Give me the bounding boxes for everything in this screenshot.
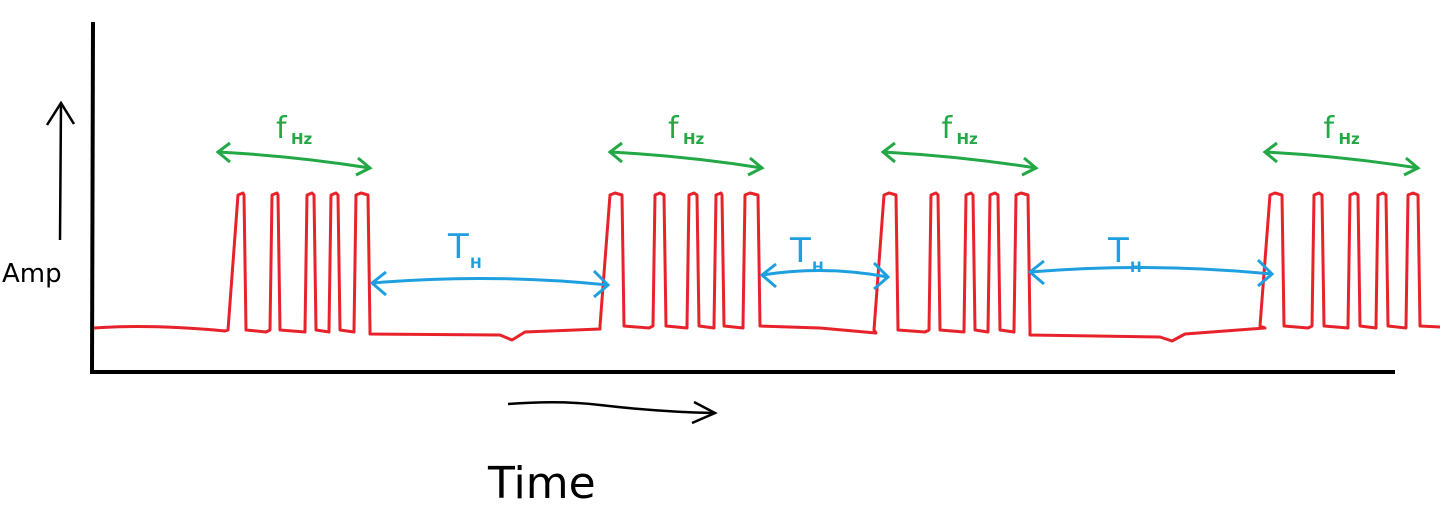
frequency-double-arrow (880, 141, 1039, 177)
period-label-subscript: H (812, 260, 824, 276)
frequency-label-subscript: Hz (1339, 130, 1361, 148)
frequency-label: f (942, 111, 954, 146)
period-label: T (789, 231, 811, 271)
period-label-subscript: H (470, 256, 482, 272)
y-axis-line (90, 21, 95, 373)
frequency-label-subscript: Hz (957, 130, 979, 148)
amplitude-direction-arrow (45, 100, 76, 241)
frequency-double-arrow (1262, 141, 1421, 177)
frequency-label-subscript: Hz (291, 130, 313, 148)
frequency-double-arrow (215, 141, 373, 177)
period-double-arrow (759, 261, 891, 291)
period-label: T (1107, 231, 1129, 271)
period-double-arrow (1027, 258, 1275, 288)
frequency-double-arrow (607, 141, 765, 177)
period-label-subscript: H (1130, 260, 1142, 276)
x-axis-label: Time (487, 458, 596, 509)
y-axis-label: Amp (2, 259, 62, 289)
period-label: T (447, 227, 469, 267)
frequency-label: f (276, 111, 288, 146)
signal-waveform (93, 191, 1441, 343)
frequency-label: f (1324, 111, 1336, 146)
time-direction-arrow (507, 400, 718, 425)
frequency-label-subscript: Hz (683, 130, 705, 148)
frequency-label: f (668, 111, 680, 146)
period-double-arrow (369, 269, 611, 299)
